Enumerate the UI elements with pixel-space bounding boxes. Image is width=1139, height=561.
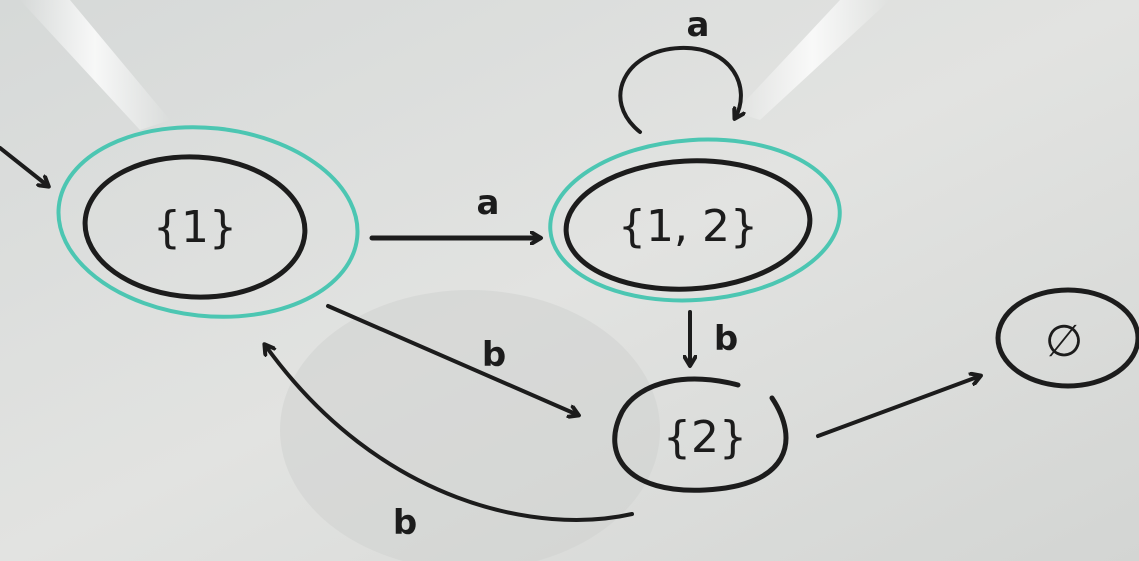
edge-label-s12-s2: b (714, 319, 738, 359)
board-reflection (280, 290, 660, 561)
state-empty: ∅ (995, 287, 1139, 389)
state-label-s1: {1} (153, 202, 237, 253)
edge-label-s2-s1: b (393, 503, 417, 543)
edge-s12-loop (618, 45, 741, 134)
edge-s1-s2 (326, 304, 578, 415)
state-s12: {1, 2} (548, 137, 842, 303)
state-label-s12: {1, 2} (618, 201, 758, 252)
state-label-empty: ∅ (1045, 316, 1083, 367)
accept-ring-s1 (56, 125, 360, 319)
edge-label-s12-loop: a (687, 5, 710, 45)
state-s2: {2} (612, 376, 789, 493)
state-circle-s2 (612, 376, 789, 493)
accept-ring-s12 (548, 137, 842, 303)
state-circle-s12 (563, 158, 813, 292)
edge-label-s1-s2: b (482, 335, 506, 375)
edge-s2-empty (816, 376, 980, 438)
state-label-s2: {2} (663, 412, 747, 463)
state-circle-empty (995, 287, 1139, 389)
glare-left (20, 0, 170, 130)
start-arrow (0, 146, 48, 186)
state-circle-s1 (82, 154, 308, 300)
glare-right (735, 0, 890, 120)
state-s1: {1} (56, 125, 360, 319)
edge-s2-s1 (265, 345, 634, 522)
edge-label-s1-s12: a (477, 183, 500, 223)
